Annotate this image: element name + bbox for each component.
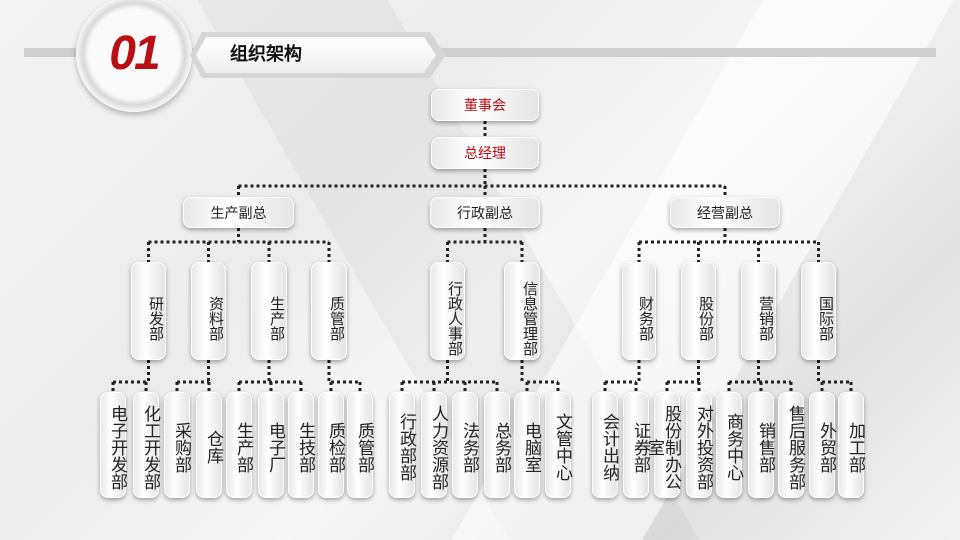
unit-node[interactable]: 质检部 [318,392,345,498]
section-title-banner-inner [196,37,436,73]
dept-node[interactable]: 生产部 [251,262,287,360]
vp-node[interactable]: 行政副总 [430,197,540,228]
board-node[interactable]: 董事会 [431,89,539,121]
unit-node[interactable]: 会计出纳 [592,392,619,498]
unit-node[interactable]: 行政部部 [389,392,416,498]
unit-node[interactable]: 总务部 [484,392,511,498]
unit-node[interactable]: 生技部 [288,392,315,498]
unit-node[interactable]: 法务部 [452,392,479,498]
dept-node[interactable]: 财务部 [622,262,656,360]
unit-node[interactable]: 对外投资部 [686,392,713,498]
header-rule [24,48,936,57]
unit-node[interactable]: 证券部 [623,392,650,498]
unit-node[interactable]: 人力资源部 [421,392,448,498]
unit-node[interactable]: 采购部 [164,392,191,498]
unit-node[interactable]: 售后服务部 [778,392,805,498]
dept-node[interactable]: 营销部 [741,262,776,360]
unit-node[interactable]: 电子开发部 [100,392,127,498]
unit-node[interactable]: 文管中心 [545,392,572,498]
unit-node[interactable]: 电子厂 [258,392,285,498]
dept-node[interactable]: 国际部 [801,262,836,360]
gm-node[interactable]: 总经理 [431,137,539,169]
unit-node[interactable]: 加工部 [838,392,865,498]
dept-node[interactable]: 行政人事部 [430,262,465,360]
section-title: 组织架构 [230,44,302,65]
unit-node[interactable]: 股份制办公室 [644,392,681,498]
unit-node[interactable]: 生产部 [226,392,253,498]
vp-node[interactable]: 生产副总 [183,197,294,228]
unit-node[interactable]: 电脑室 [514,392,541,498]
dept-node[interactable]: 股份部 [681,262,716,360]
dept-node[interactable]: 信息管理部 [504,262,540,360]
unit-node[interactable]: 外贸部 [809,392,836,498]
unit-node[interactable]: 化工开发部 [133,392,160,498]
dept-node[interactable]: 资料部 [191,262,226,360]
dept-node[interactable]: 研发部 [131,262,166,360]
unit-node[interactable]: 商务中心 [716,392,743,498]
vp-node[interactable]: 经营副总 [670,197,780,228]
section-badge: 01 [76,0,192,112]
unit-node[interactable]: 质管部 [347,392,374,498]
section-number: 01 [109,27,160,80]
unit-node[interactable]: 销售部 [748,392,775,498]
unit-node[interactable]: 仓库 [196,392,223,498]
dept-node[interactable]: 质管部 [311,262,347,360]
